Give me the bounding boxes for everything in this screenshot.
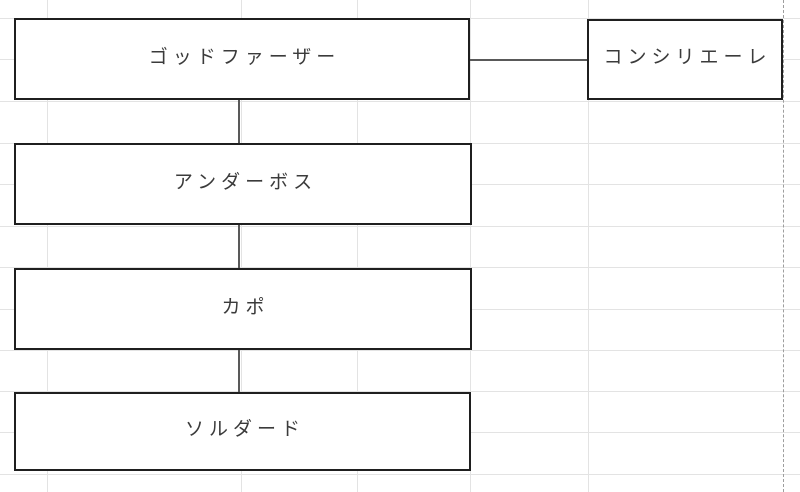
gridline-row xyxy=(0,226,800,227)
node-godfather-label: ゴッドファーザー xyxy=(148,46,341,68)
node-capo[interactable]: カポ xyxy=(14,268,472,350)
node-underboss-label: アンダーボス xyxy=(173,171,318,193)
connector-godfather-underboss[interactable] xyxy=(238,100,240,143)
connector-underboss-capo[interactable] xyxy=(238,225,240,268)
gridline-row xyxy=(0,267,800,268)
gridline-row xyxy=(0,391,800,392)
connector-godfather-consigliere[interactable] xyxy=(470,59,587,61)
node-soldato[interactable]: ソルダード xyxy=(14,392,471,471)
gridline-column xyxy=(588,0,589,492)
node-soldato-label: ソルダード xyxy=(184,419,305,440)
gridline-column xyxy=(470,0,471,492)
node-underboss[interactable]: アンダーボス xyxy=(14,143,472,225)
gridline-row xyxy=(0,474,800,475)
node-consigliere[interactable]: コンシリエーレ xyxy=(587,19,783,100)
node-consigliere-label: コンシリエーレ xyxy=(603,47,772,68)
gridline-column xyxy=(241,0,242,492)
gridline-row xyxy=(0,350,800,351)
page-break-line xyxy=(783,0,784,492)
gridline-column xyxy=(47,0,48,492)
connector-capo-soldato[interactable] xyxy=(238,350,240,392)
gridline-row xyxy=(0,101,800,102)
gridline-column xyxy=(357,0,358,492)
node-godfather[interactable]: ゴッドファーザー xyxy=(14,18,470,100)
node-capo-label: カポ xyxy=(221,296,270,318)
